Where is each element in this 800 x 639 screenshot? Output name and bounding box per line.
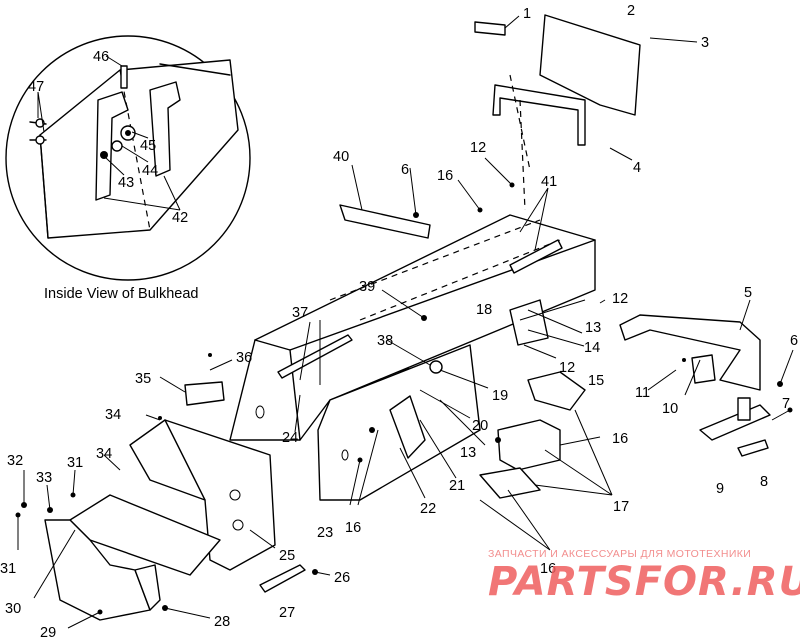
callout-4: 4 xyxy=(633,160,641,176)
brace-18 xyxy=(509,299,549,346)
callout-35: 35 xyxy=(135,371,151,387)
fastener-dots xyxy=(15,182,793,615)
callout-21: 21 xyxy=(449,478,465,494)
callout-38: 38 xyxy=(377,333,393,349)
decal-1 xyxy=(474,21,506,36)
callout-17: 17 xyxy=(613,499,629,515)
callout-19: 19 xyxy=(492,388,508,404)
callout-27: 27 xyxy=(279,605,295,621)
mount-40 xyxy=(339,204,431,239)
callout-32: 32 xyxy=(7,453,23,469)
watermark-tagline: ЗАПЧАСТИ И АКСЕССУАРЫ ДЛЯ МОТОТЕХНИКИ xyxy=(488,548,751,560)
callout-43: 43 xyxy=(118,175,134,191)
callout-34-top: 34 xyxy=(105,407,121,423)
callout-10: 10 xyxy=(662,401,678,417)
callout-14: 14 xyxy=(584,340,600,356)
bolt-46 xyxy=(120,65,128,89)
callout-13-upper: 13 xyxy=(585,320,601,336)
callout-22: 22 xyxy=(420,501,436,517)
callout-40: 40 xyxy=(333,149,349,165)
callout-18: 18 xyxy=(476,302,492,318)
tunnel-top xyxy=(229,214,596,441)
callout-25: 25 xyxy=(279,548,295,564)
callout-41: 41 xyxy=(541,174,557,190)
callout-labels: 1 2 3 4 5 6 6 7 8 9 10 11 12 12 12 13 13… xyxy=(0,3,798,639)
callout-24: 24 xyxy=(282,430,298,446)
leader-lines xyxy=(17,15,794,629)
callout-2: 2 xyxy=(627,3,635,19)
callout-13-lower: 13 xyxy=(460,445,476,461)
callout-16-top: 16 xyxy=(437,168,453,184)
screw-47-b xyxy=(35,135,45,145)
inset-bulkhead-wall xyxy=(39,59,239,239)
callout-16-footrest: 16 xyxy=(540,561,556,577)
callout-3: 3 xyxy=(701,35,709,51)
callout-29: 29 xyxy=(40,625,56,639)
callout-9: 9 xyxy=(716,481,724,497)
bar-27 xyxy=(259,564,306,593)
nut-43 xyxy=(100,151,108,159)
callout-45: 45 xyxy=(140,138,156,154)
callout-23: 23 xyxy=(317,525,333,541)
callout-42: 42 xyxy=(172,210,188,226)
callout-12-side: 12 xyxy=(612,291,628,307)
bracket-42-right xyxy=(149,81,181,177)
callout-39: 39 xyxy=(359,279,375,295)
callout-31-top: 31 xyxy=(67,455,83,471)
callout-16-right: 16 xyxy=(612,431,628,447)
callout-26: 26 xyxy=(334,570,350,586)
callout-30: 30 xyxy=(5,601,21,617)
footrest-15 xyxy=(527,371,586,411)
callout-11: 11 xyxy=(635,385,650,401)
footrest-plate-17 xyxy=(479,467,541,499)
footrest-bracket-16 xyxy=(497,419,561,471)
callout-1: 1 xyxy=(523,6,531,22)
callout-34-mid: 34 xyxy=(96,446,112,462)
bulkhead-inset xyxy=(5,35,251,281)
bracket-42-left xyxy=(95,91,129,201)
callout-5: 5 xyxy=(744,285,752,301)
callout-36: 36 xyxy=(236,350,252,366)
callout-7: 7 xyxy=(782,396,790,412)
inset-caption: Inside View of Bulkhead xyxy=(44,286,199,302)
callout-46: 46 xyxy=(93,49,109,65)
front-bracket-4 xyxy=(492,84,586,146)
callout-47: 47 xyxy=(28,79,44,95)
callout-6-rear: 6 xyxy=(790,333,798,349)
callout-12-top: 12 xyxy=(470,140,486,156)
inset-circle xyxy=(5,35,251,281)
pad-8 xyxy=(737,439,769,457)
callout-20: 20 xyxy=(472,418,488,434)
grommet-38 xyxy=(429,360,443,374)
callout-15: 15 xyxy=(588,373,604,389)
callout-8: 8 xyxy=(760,474,768,490)
bracket-10 xyxy=(691,354,716,384)
tunnel-slot-a xyxy=(277,334,353,379)
rear-bumper-5 xyxy=(619,314,761,391)
bracket-9 xyxy=(699,404,771,441)
callout-6-top: 6 xyxy=(401,162,409,178)
grip-7 xyxy=(737,397,751,421)
tunnel-slot-41 xyxy=(509,239,563,274)
washer-44 xyxy=(111,140,123,152)
callout-28: 28 xyxy=(214,614,230,630)
callout-12-lower: 12 xyxy=(559,360,575,376)
callout-44: 44 xyxy=(142,163,158,179)
watermark: ЗАПЧАСТИ И АКСЕССУАРЫ ДЛЯ МОТОТЕХНИКИ PA… xyxy=(488,548,800,605)
callout-33: 33 xyxy=(36,470,52,486)
callout-16-bottom: 16 xyxy=(345,520,361,536)
plate-2 xyxy=(539,14,641,116)
steering-opening xyxy=(389,395,426,459)
callout-31-left: 31 xyxy=(0,561,16,577)
bracket-35 xyxy=(184,381,225,406)
callout-37: 37 xyxy=(292,305,308,321)
watermark-brand: PARTSFOR.RU xyxy=(488,559,800,605)
